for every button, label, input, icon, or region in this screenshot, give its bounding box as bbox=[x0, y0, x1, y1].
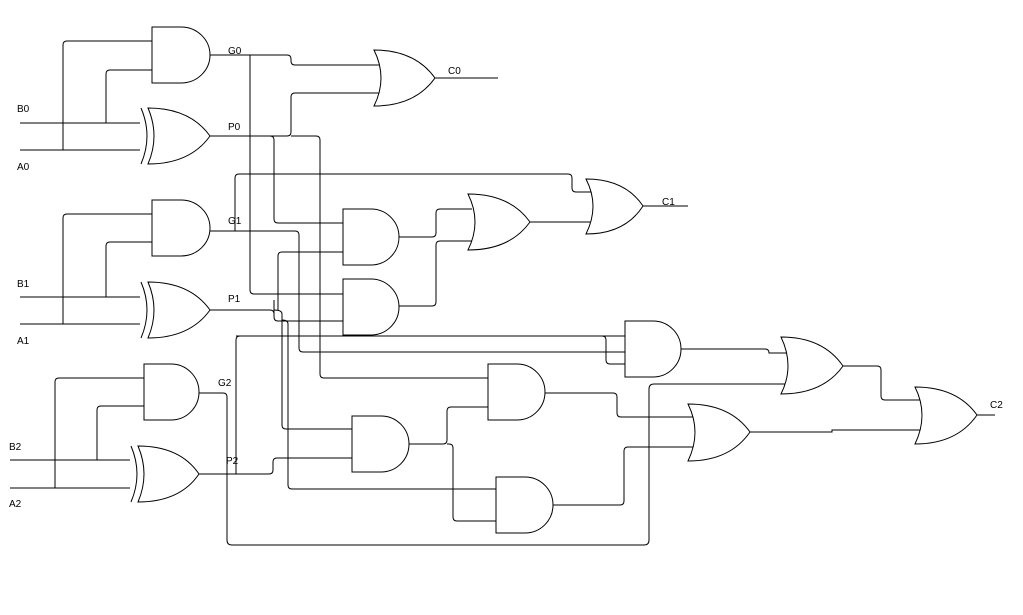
or-gate-c0 bbox=[373, 49, 436, 107]
and-gate-a1 bbox=[342, 208, 400, 266]
label-signal-g2: G2 bbox=[218, 378, 232, 389]
and-gate-g0 bbox=[151, 26, 211, 84]
wire-g1 bbox=[210, 230, 625, 353]
wire-and5-out bbox=[545, 392, 693, 418]
wire-and2-out bbox=[399, 240, 472, 307]
label-signal-p1: P1 bbox=[228, 294, 241, 305]
wire-p0 bbox=[210, 92, 380, 137]
wire-b1-and bbox=[105, 241, 152, 297]
label-output-c2: C2 bbox=[990, 400, 1003, 411]
wire-or3-out bbox=[750, 429, 920, 433]
label-input-a2: A2 bbox=[9, 499, 22, 510]
wire-p2-and4 bbox=[236, 335, 625, 365]
wire-g2 bbox=[199, 383, 790, 546]
wire-or2-out bbox=[843, 365, 920, 401]
xor-gate-p1 bbox=[140, 281, 211, 339]
label-input-b0: B0 bbox=[17, 104, 30, 115]
wire-b2-and bbox=[96, 405, 144, 460]
wire-p1-and3 bbox=[273, 309, 352, 430]
label-signal-p0: P0 bbox=[228, 122, 241, 133]
wire-p2-and bbox=[235, 335, 625, 474]
wire-p2 bbox=[199, 457, 352, 475]
wire-and4-out bbox=[553, 446, 693, 506]
and-gate-a4 bbox=[495, 476, 554, 534]
wire-and3-and4 bbox=[447, 443, 496, 522]
or-gate-o3 bbox=[687, 403, 751, 462]
wire-g1-up bbox=[234, 173, 592, 231]
wire-g0 bbox=[210, 54, 380, 66]
xor-gate-p2 bbox=[130, 445, 200, 503]
wire-a2-and bbox=[54, 377, 144, 488]
label-signal-p2: P2 bbox=[226, 456, 239, 467]
wire-and3-out bbox=[409, 406, 488, 445]
label-input-b2: B2 bbox=[9, 442, 22, 453]
wire-p0-and3 bbox=[291, 135, 488, 379]
label-input-a0: A0 bbox=[17, 162, 30, 173]
and-gate-a3 bbox=[351, 415, 410, 473]
xor-gate-p0 bbox=[140, 107, 211, 165]
wire-p1-and1 bbox=[277, 251, 343, 310]
and-gate-a6 bbox=[624, 320, 682, 378]
wire-p0-and1 bbox=[269, 135, 343, 224]
label-output-c1: C1 bbox=[662, 197, 675, 208]
and-gate-g2 bbox=[143, 363, 200, 421]
and-gate-a2 bbox=[342, 278, 400, 336]
label-input-a1: A1 bbox=[17, 336, 30, 347]
or-gate-c2 bbox=[914, 386, 978, 445]
wire-p1-and4 bbox=[281, 319, 496, 490]
label-output-c0: C0 bbox=[448, 66, 461, 77]
wire-a0-and bbox=[62, 40, 152, 150]
and-gate-a5 bbox=[487, 363, 546, 421]
or-gate-o2 bbox=[780, 336, 844, 395]
or-gate-c1 bbox=[585, 178, 644, 235]
wire-p1 bbox=[210, 309, 343, 322]
label-signal-g0: G0 bbox=[228, 46, 242, 57]
wire-a1-and bbox=[62, 213, 152, 324]
and-gate-g1 bbox=[151, 199, 211, 257]
wire-and6-out bbox=[681, 348, 786, 354]
wire-and1-out bbox=[399, 208, 472, 238]
wire-g0-down bbox=[249, 55, 343, 295]
wire-b0-and bbox=[105, 69, 152, 123]
gates bbox=[130, 26, 978, 534]
or-gate-o1 bbox=[467, 193, 531, 251]
wires bbox=[10, 40, 995, 546]
label-input-b1: B1 bbox=[17, 279, 30, 290]
